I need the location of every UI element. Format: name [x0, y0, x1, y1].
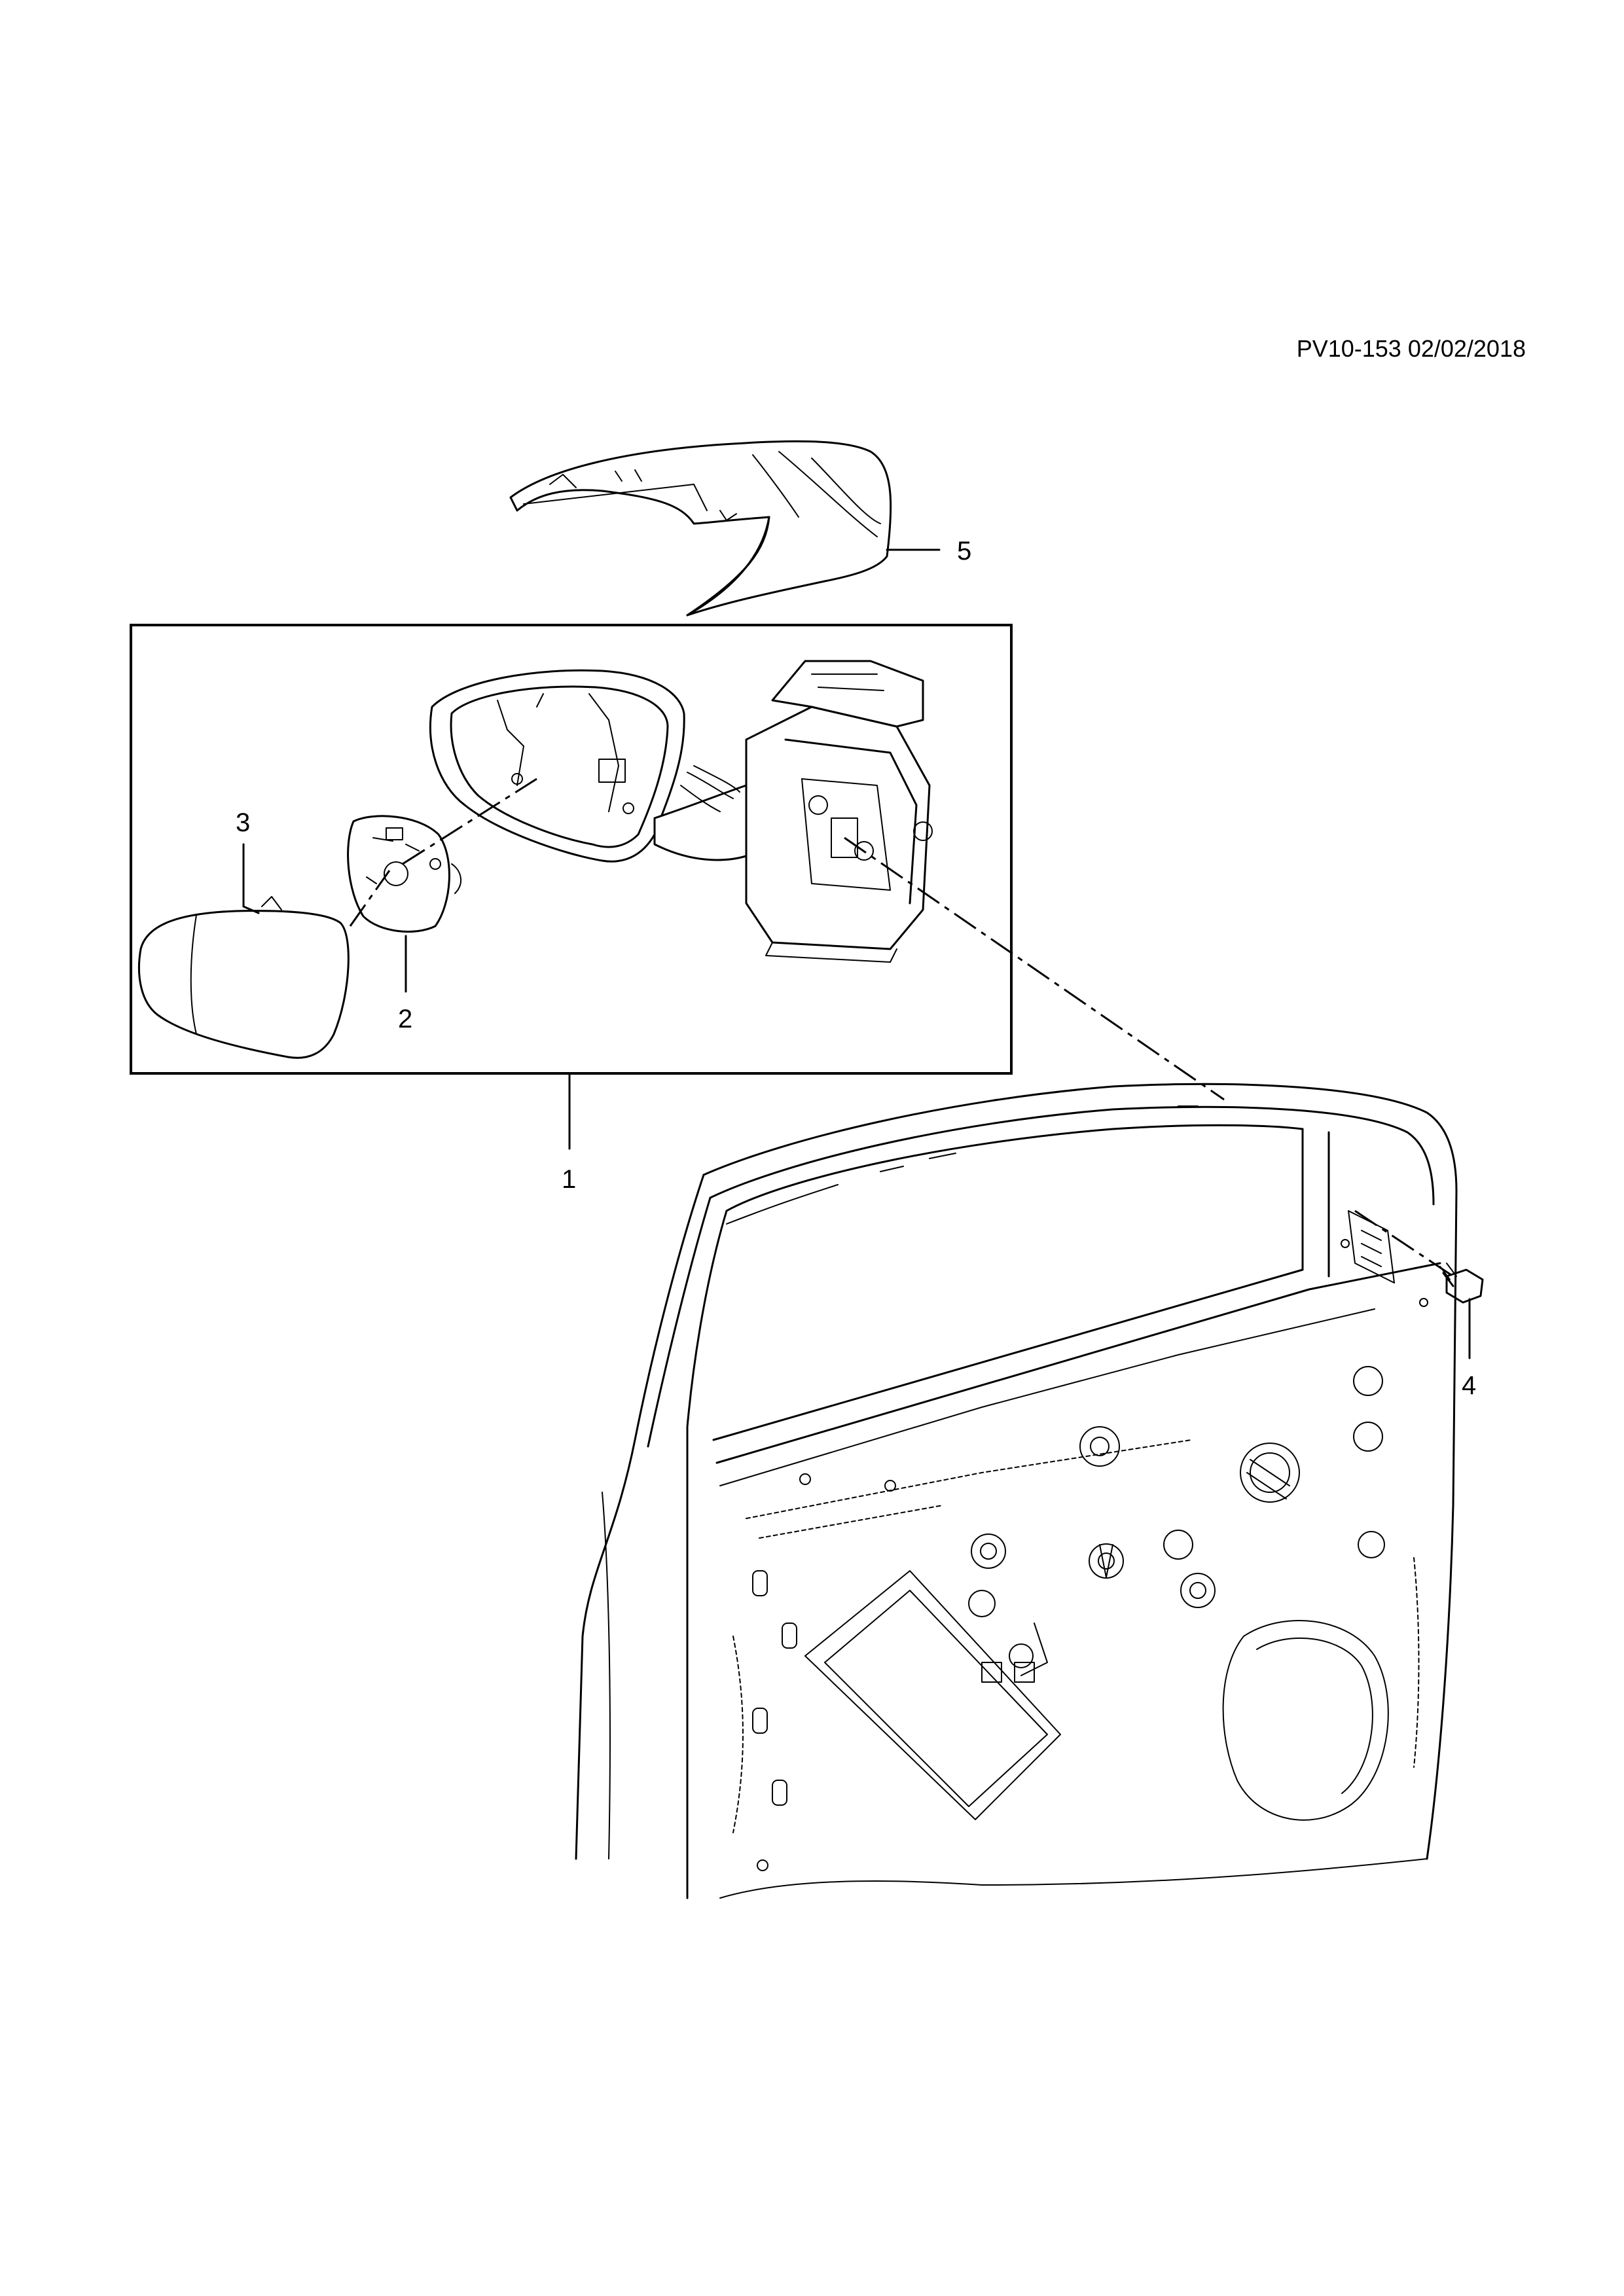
- front-door-frame: [575, 1083, 1458, 1899]
- mirror-glass-part-3: [137, 896, 350, 1059]
- assembly-1-frame: [130, 624, 1013, 1075]
- diagram-reference: PV10-153 02/02/2018: [1296, 335, 1526, 362]
- callout-2: 2: [398, 1005, 412, 1033]
- explode-lines: [349, 778, 1454, 1278]
- callout-1: 1: [562, 1165, 576, 1194]
- bolt-part-4: [1439, 1263, 1484, 1304]
- callout-3: 3: [236, 808, 250, 837]
- callout-4: 4: [1462, 1371, 1476, 1400]
- leader-lines: [242, 548, 1471, 1359]
- callout-5: 5: [957, 537, 971, 565]
- mirror-housing-part-1: [429, 660, 933, 963]
- actuator-plate-part-2: [347, 815, 461, 933]
- mirror-cover-part-5: [509, 440, 892, 617]
